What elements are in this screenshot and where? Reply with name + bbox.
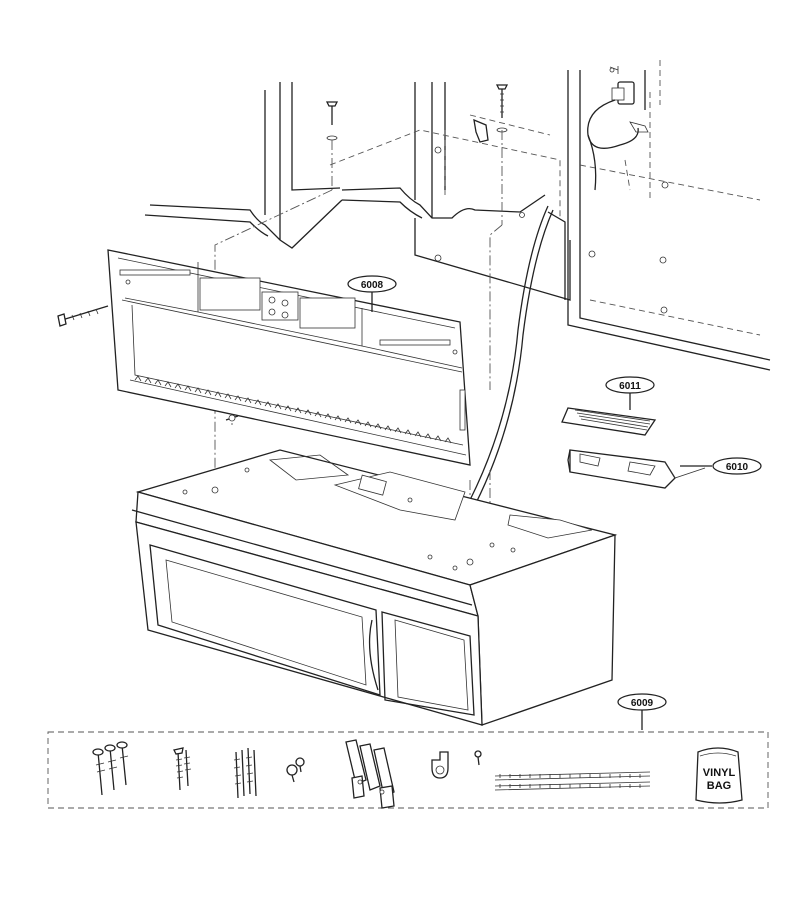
power-outlet-and-cord — [449, 66, 649, 523]
toggle-wing-set — [345, 739, 395, 809]
vinyl-bag-line2: BAG — [707, 780, 731, 792]
part-6011-grille — [561, 407, 657, 436]
part-6010-vent-damper — [567, 449, 706, 489]
toggle-bolts — [325, 84, 509, 143]
label-6011-text: 6011 — [619, 381, 641, 392]
label-6010-text: 6010 — [726, 462, 749, 473]
vinyl-bag: VINYL BAG — [695, 747, 743, 804]
small-screw-set — [286, 757, 305, 783]
foam-strip-set — [494, 771, 651, 791]
hardware-kit: VINYL BAG — [47, 731, 769, 809]
plate-tab-row — [134, 375, 452, 444]
vinyl-bag-line1: VINYL — [703, 767, 736, 779]
cable-clamp — [431, 750, 482, 779]
mounting-plate — [57, 249, 471, 466]
label-6010: 6010 — [680, 457, 762, 475]
label-6009: 6009 — [617, 693, 667, 730]
microwave-oven — [131, 449, 618, 726]
label-6009-text: 6009 — [631, 698, 654, 709]
toggle-bolt-set — [92, 741, 129, 796]
long-screw-set — [233, 747, 257, 799]
wall-cabinet — [144, 60, 771, 371]
wood-screw-set — [173, 747, 192, 791]
label-6008: 6008 — [347, 275, 397, 312]
label-6008-text: 6008 — [361, 280, 384, 291]
label-6011: 6011 — [605, 376, 655, 410]
